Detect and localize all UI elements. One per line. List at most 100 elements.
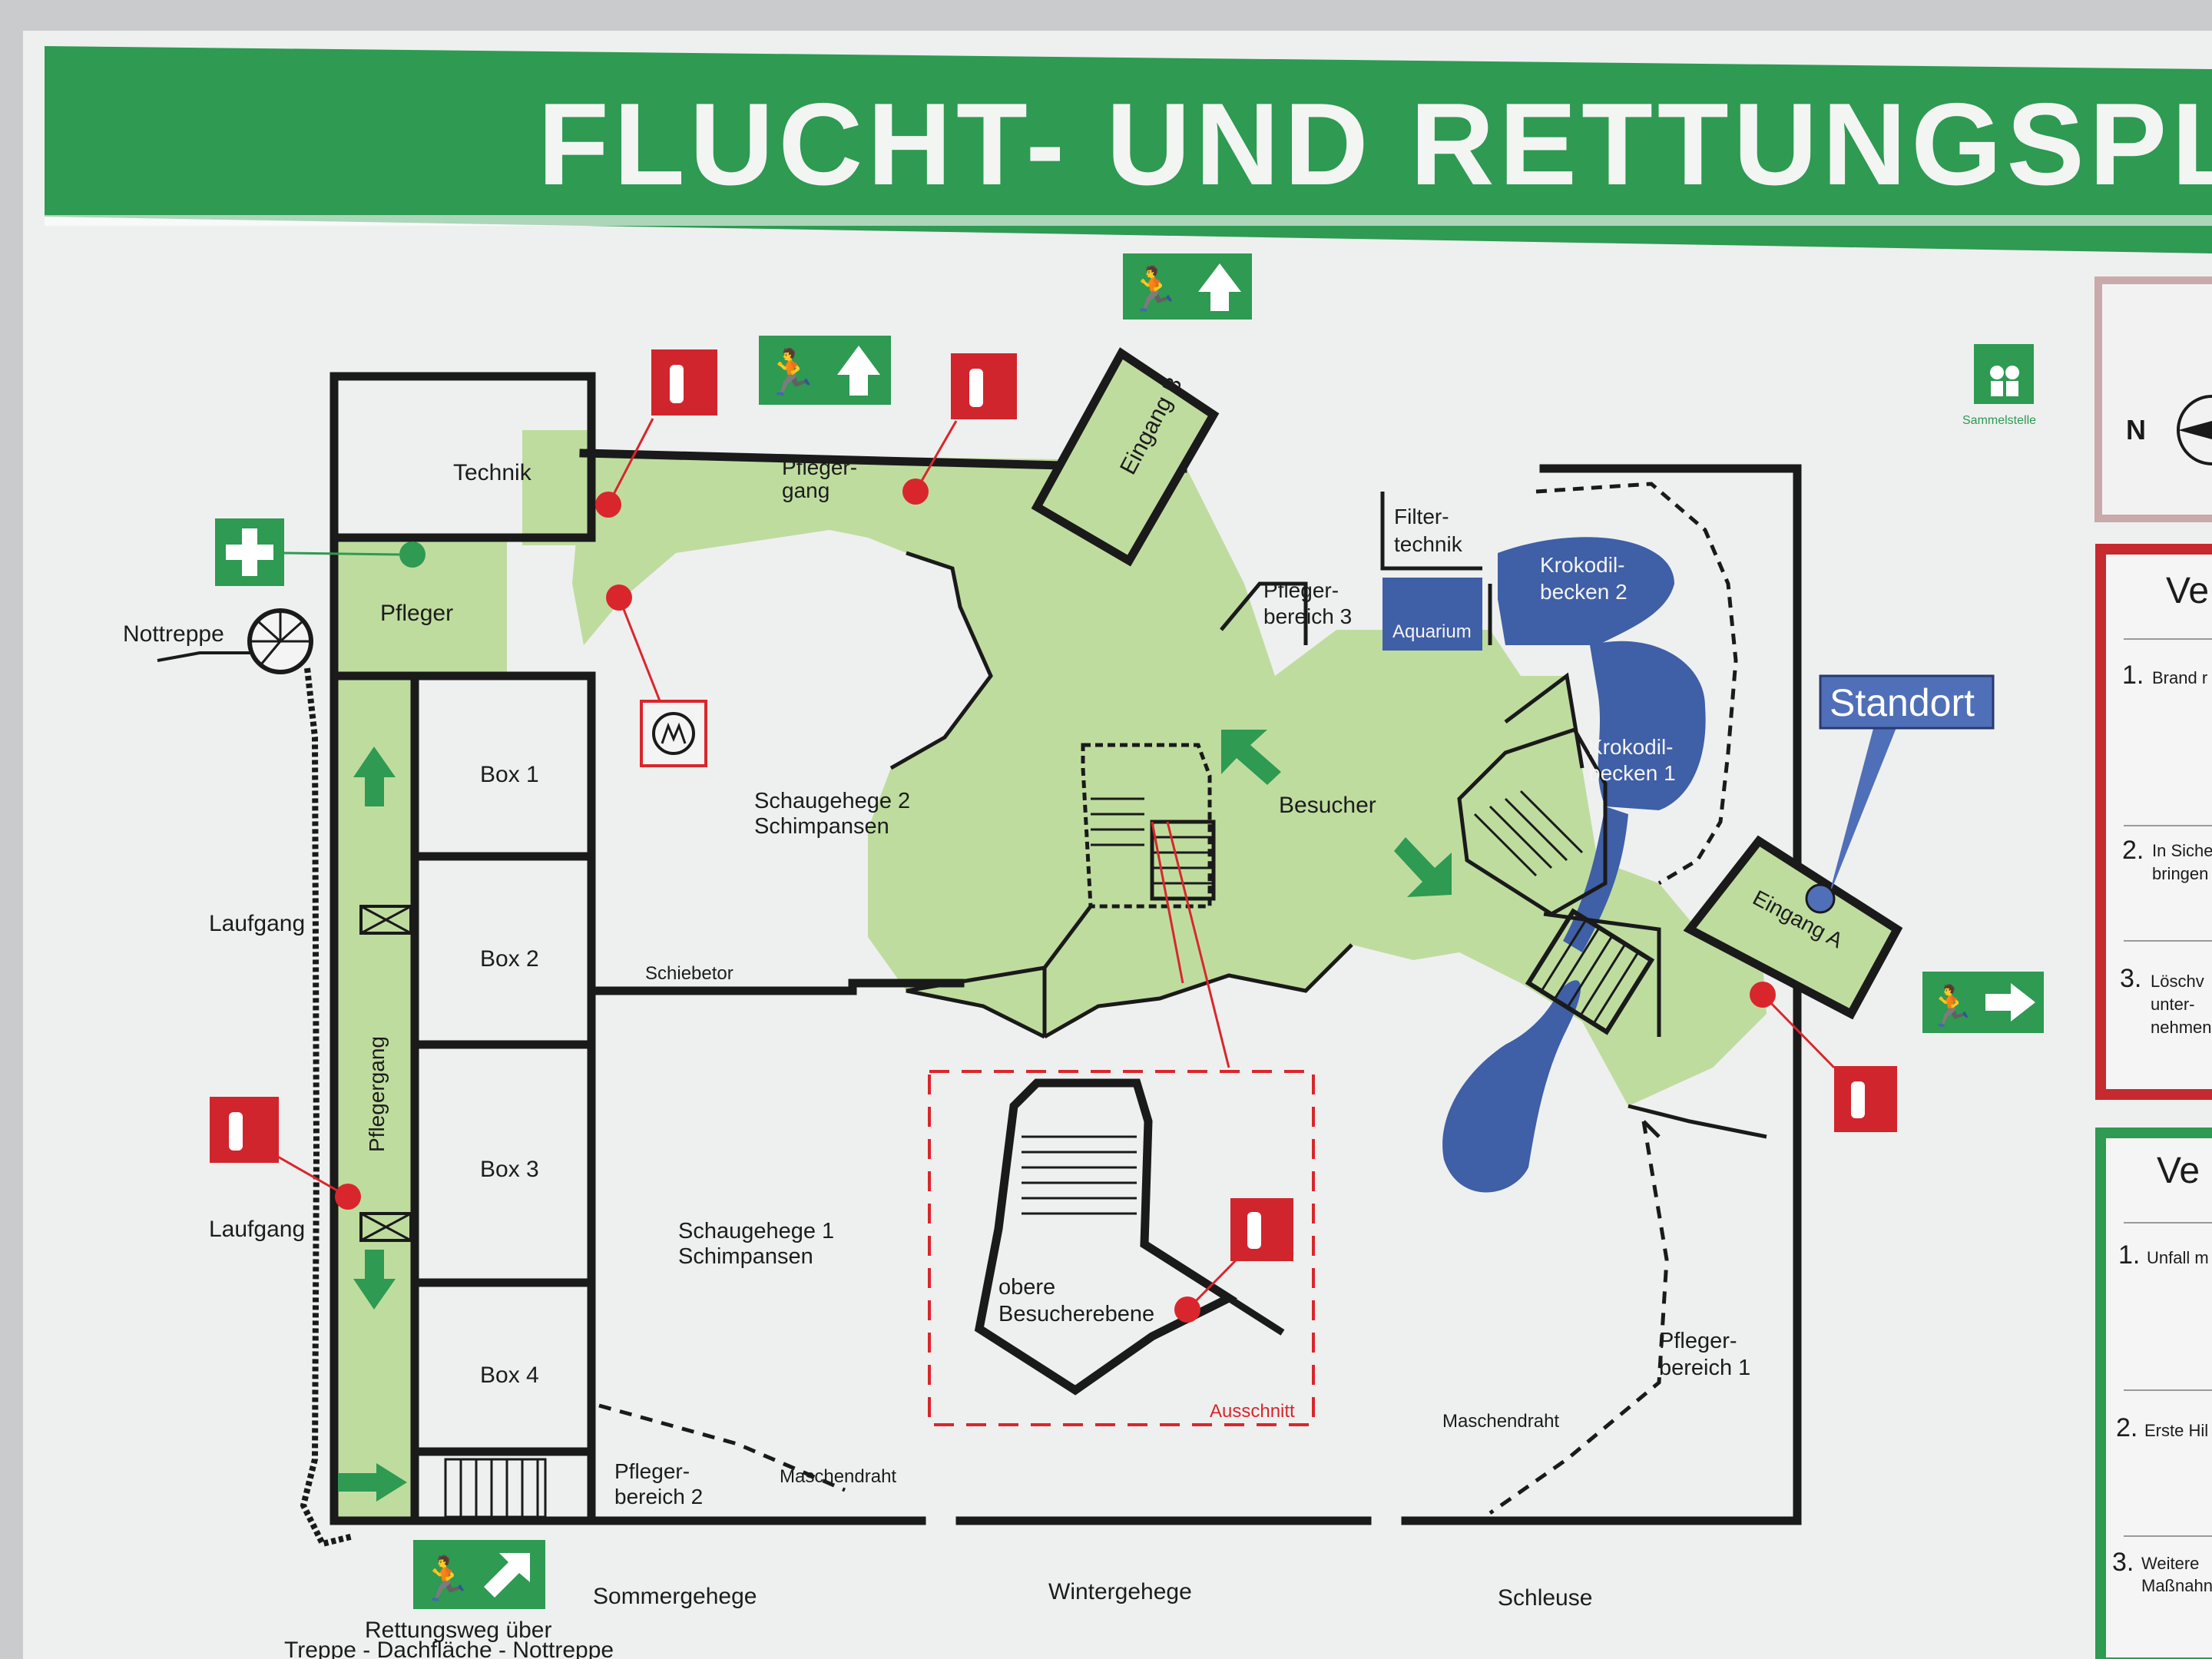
- assembly-point: Sammelstelle: [1962, 344, 2036, 427]
- room-pflegerbereich3-1: Pfleger-: [1263, 578, 1339, 602]
- standort-label: Standort: [1830, 681, 1975, 724]
- emergency-exit-icon: 🏃: [763, 347, 819, 398]
- alarm-sign: [640, 700, 707, 767]
- exit-sign-bottom: 🏃: [413, 1540, 545, 1609]
- ausschnitt-label: Ausschnitt: [1210, 1401, 1295, 1422]
- legend-fire-text-3b: unter-: [2151, 995, 2194, 1014]
- entrance-a: Eingang A: [1683, 835, 1903, 1020]
- label-laufgang-top: Laufgang: [209, 911, 305, 936]
- you-are-here: Standort: [1805, 674, 1995, 914]
- legend-accident-num-3: 3.: [2112, 1548, 2134, 1577]
- plan-title: FLUCHT- UND RETTUNGSPLAN: [538, 79, 2212, 210]
- arrow-diagonal-icon: [484, 1553, 530, 1598]
- room-pflegerbereich1-2: bereich 1: [1659, 1356, 1750, 1380]
- fire-extinguisher-icon: [1834, 1066, 1897, 1132]
- room-pflegerbereich2-2: bereich 2: [614, 1485, 703, 1508]
- emergency-exit-icon: 🏃: [1127, 265, 1181, 313]
- legend-accident-text-3b: Maßnahn: [2141, 1576, 2212, 1595]
- room-box4: Box 4: [480, 1363, 539, 1388]
- legend-fire-text-2: In Siche: [2152, 841, 2212, 860]
- escape-arrows: [338, 730, 1452, 1502]
- entrance-b: Eingang B: [1031, 347, 1220, 567]
- room-box1: Box 1: [480, 762, 539, 787]
- room-pflegerbereich1-1: Pfleger-: [1659, 1329, 1737, 1353]
- exit-sign-top-2: 🏃: [1123, 253, 1252, 320]
- compass-panel: N: [2094, 276, 2212, 522]
- legend-fire-text-3c: nehmen: [2151, 1018, 2212, 1037]
- room-pflegerbereich2-1: Pfleger-: [614, 1459, 690, 1483]
- room-box3: Box 3: [480, 1157, 539, 1182]
- emergency-exit-icon: 🏃: [419, 1555, 472, 1603]
- legend-fire-text-3: Löschv: [2151, 972, 2204, 991]
- arrow-up-icon: [837, 346, 880, 396]
- room-pfleger: Pfleger: [380, 601, 453, 626]
- area-sommergehege: Sommergehege: [593, 1584, 757, 1609]
- visitor-stairs: [1081, 743, 1230, 1068]
- escape-route-areas: [334, 430, 1767, 1517]
- label-obere-2: Besucherebene: [998, 1302, 1154, 1326]
- legend-accident-text-2: Erste Hil: [2144, 1421, 2208, 1440]
- room-aquarium: Aquarium: [1392, 621, 1472, 642]
- room-schaugehege1-2: Schimpansen: [678, 1244, 813, 1269]
- fire-extinguisher-icon: [1230, 1198, 1293, 1261]
- first-aid-sign: [215, 518, 426, 586]
- room-filtertechnik-2: technik: [1394, 532, 1463, 556]
- room-krokodilbecken1-1: Krokodil-: [1588, 735, 1673, 759]
- svg-text:N: N: [2126, 414, 2146, 445]
- room-box2: Box 2: [480, 946, 539, 972]
- inner-stairs: [1457, 727, 1655, 1035]
- label-laufgang-bottom: Laufgang: [209, 1217, 305, 1242]
- room-filtertechnik-1: Filter-: [1394, 505, 1449, 528]
- extinguisher-locations: [276, 418, 1836, 1323]
- legend-accident-text-3: Weitere: [2141, 1554, 2199, 1573]
- arrow-right-icon: [1985, 983, 2035, 1022]
- legend-accident-num-2: 2.: [2116, 1413, 2137, 1442]
- label-schiebetor: Schiebetor: [645, 963, 733, 984]
- assembly-point-icon: [1974, 344, 2034, 404]
- label-nottreppe: Nottreppe: [123, 621, 224, 647]
- legend-accident-num-1: 1.: [2118, 1240, 2140, 1270]
- room-pflegergang-side: Pflegergang: [365, 1036, 389, 1152]
- room-pflegergang-2: gang: [782, 478, 830, 502]
- emergency-staircase: [157, 608, 354, 1548]
- label-maschendraht-left: Maschendraht: [780, 1466, 896, 1487]
- legend-accident-text-1: Unfall m: [2147, 1248, 2209, 1267]
- title-band: [45, 46, 2212, 253]
- area-wintergehege: Wintergehege: [1048, 1579, 1192, 1604]
- room-krokodilbecken2-2: becken 2: [1540, 580, 1628, 604]
- exit-sign-top-1: 🏃: [759, 336, 891, 405]
- legend-accident-title: Ve: [2157, 1151, 2200, 1191]
- legend-panel-fire: Ve 1. Brand r 2. In Siche bringen 3. Lös…: [2095, 544, 2212, 1100]
- alarm-icon: [640, 700, 707, 767]
- legend-fire-num-2: 2.: [2122, 836, 2144, 865]
- area-schleuse: Schleuse: [1498, 1585, 1592, 1611]
- fire-extinguisher-signs: [210, 349, 1897, 1261]
- room-schaugehege2-2: Schimpansen: [754, 814, 889, 839]
- label-obere-1: obere: [998, 1275, 1055, 1300]
- legend-fire-num-3: 3.: [2120, 964, 2141, 993]
- legend-fire-text-1: Brand r: [2152, 668, 2207, 687]
- legend-fire-title: Ve: [2166, 571, 2209, 611]
- label-rettungsweg-2: Treppe - Dachfläche - Nottreppe: [284, 1637, 614, 1659]
- room-krokodilbecken1-2: becken 1: [1588, 761, 1676, 785]
- legend-fire-text-2b: bringen: [2152, 864, 2208, 883]
- legend-panel-accident: Ve 1. Unfall m 2. Erste Hil 3. Weitere M…: [2095, 1128, 2212, 1659]
- fire-extinguisher-icon: [651, 349, 717, 416]
- room-pflegergang-1: Pfleger-: [782, 455, 857, 479]
- room-krokodilbecken2-1: Krokodil-: [1540, 553, 1624, 577]
- arrow-up-icon: [1198, 263, 1241, 311]
- label-rettungsweg-1: Rettungsweg über: [365, 1618, 552, 1643]
- room-schaugehege1-1: Schaugehege 1: [678, 1219, 834, 1243]
- room-technik: Technik: [453, 460, 532, 485]
- fire-extinguisher-icon: [210, 1097, 279, 1163]
- room-schaugehege2-1: Schaugehege 2: [754, 789, 910, 813]
- walkways: [359, 905, 547, 1518]
- fire-extinguisher-icon: [951, 353, 1017, 419]
- assembly-point-label: Sammelstelle: [1962, 414, 2036, 427]
- exit-sign-right: 🏃: [1922, 972, 2044, 1033]
- legend-fire-num-1: 1.: [2122, 661, 2144, 690]
- room-labels: Technik Pfleger Pfleger- gang Filter- te…: [123, 455, 1750, 1659]
- room-pflegerbereich3-2: bereich 3: [1263, 604, 1352, 628]
- detail-cutout: Ausschnitt: [928, 1070, 1315, 1426]
